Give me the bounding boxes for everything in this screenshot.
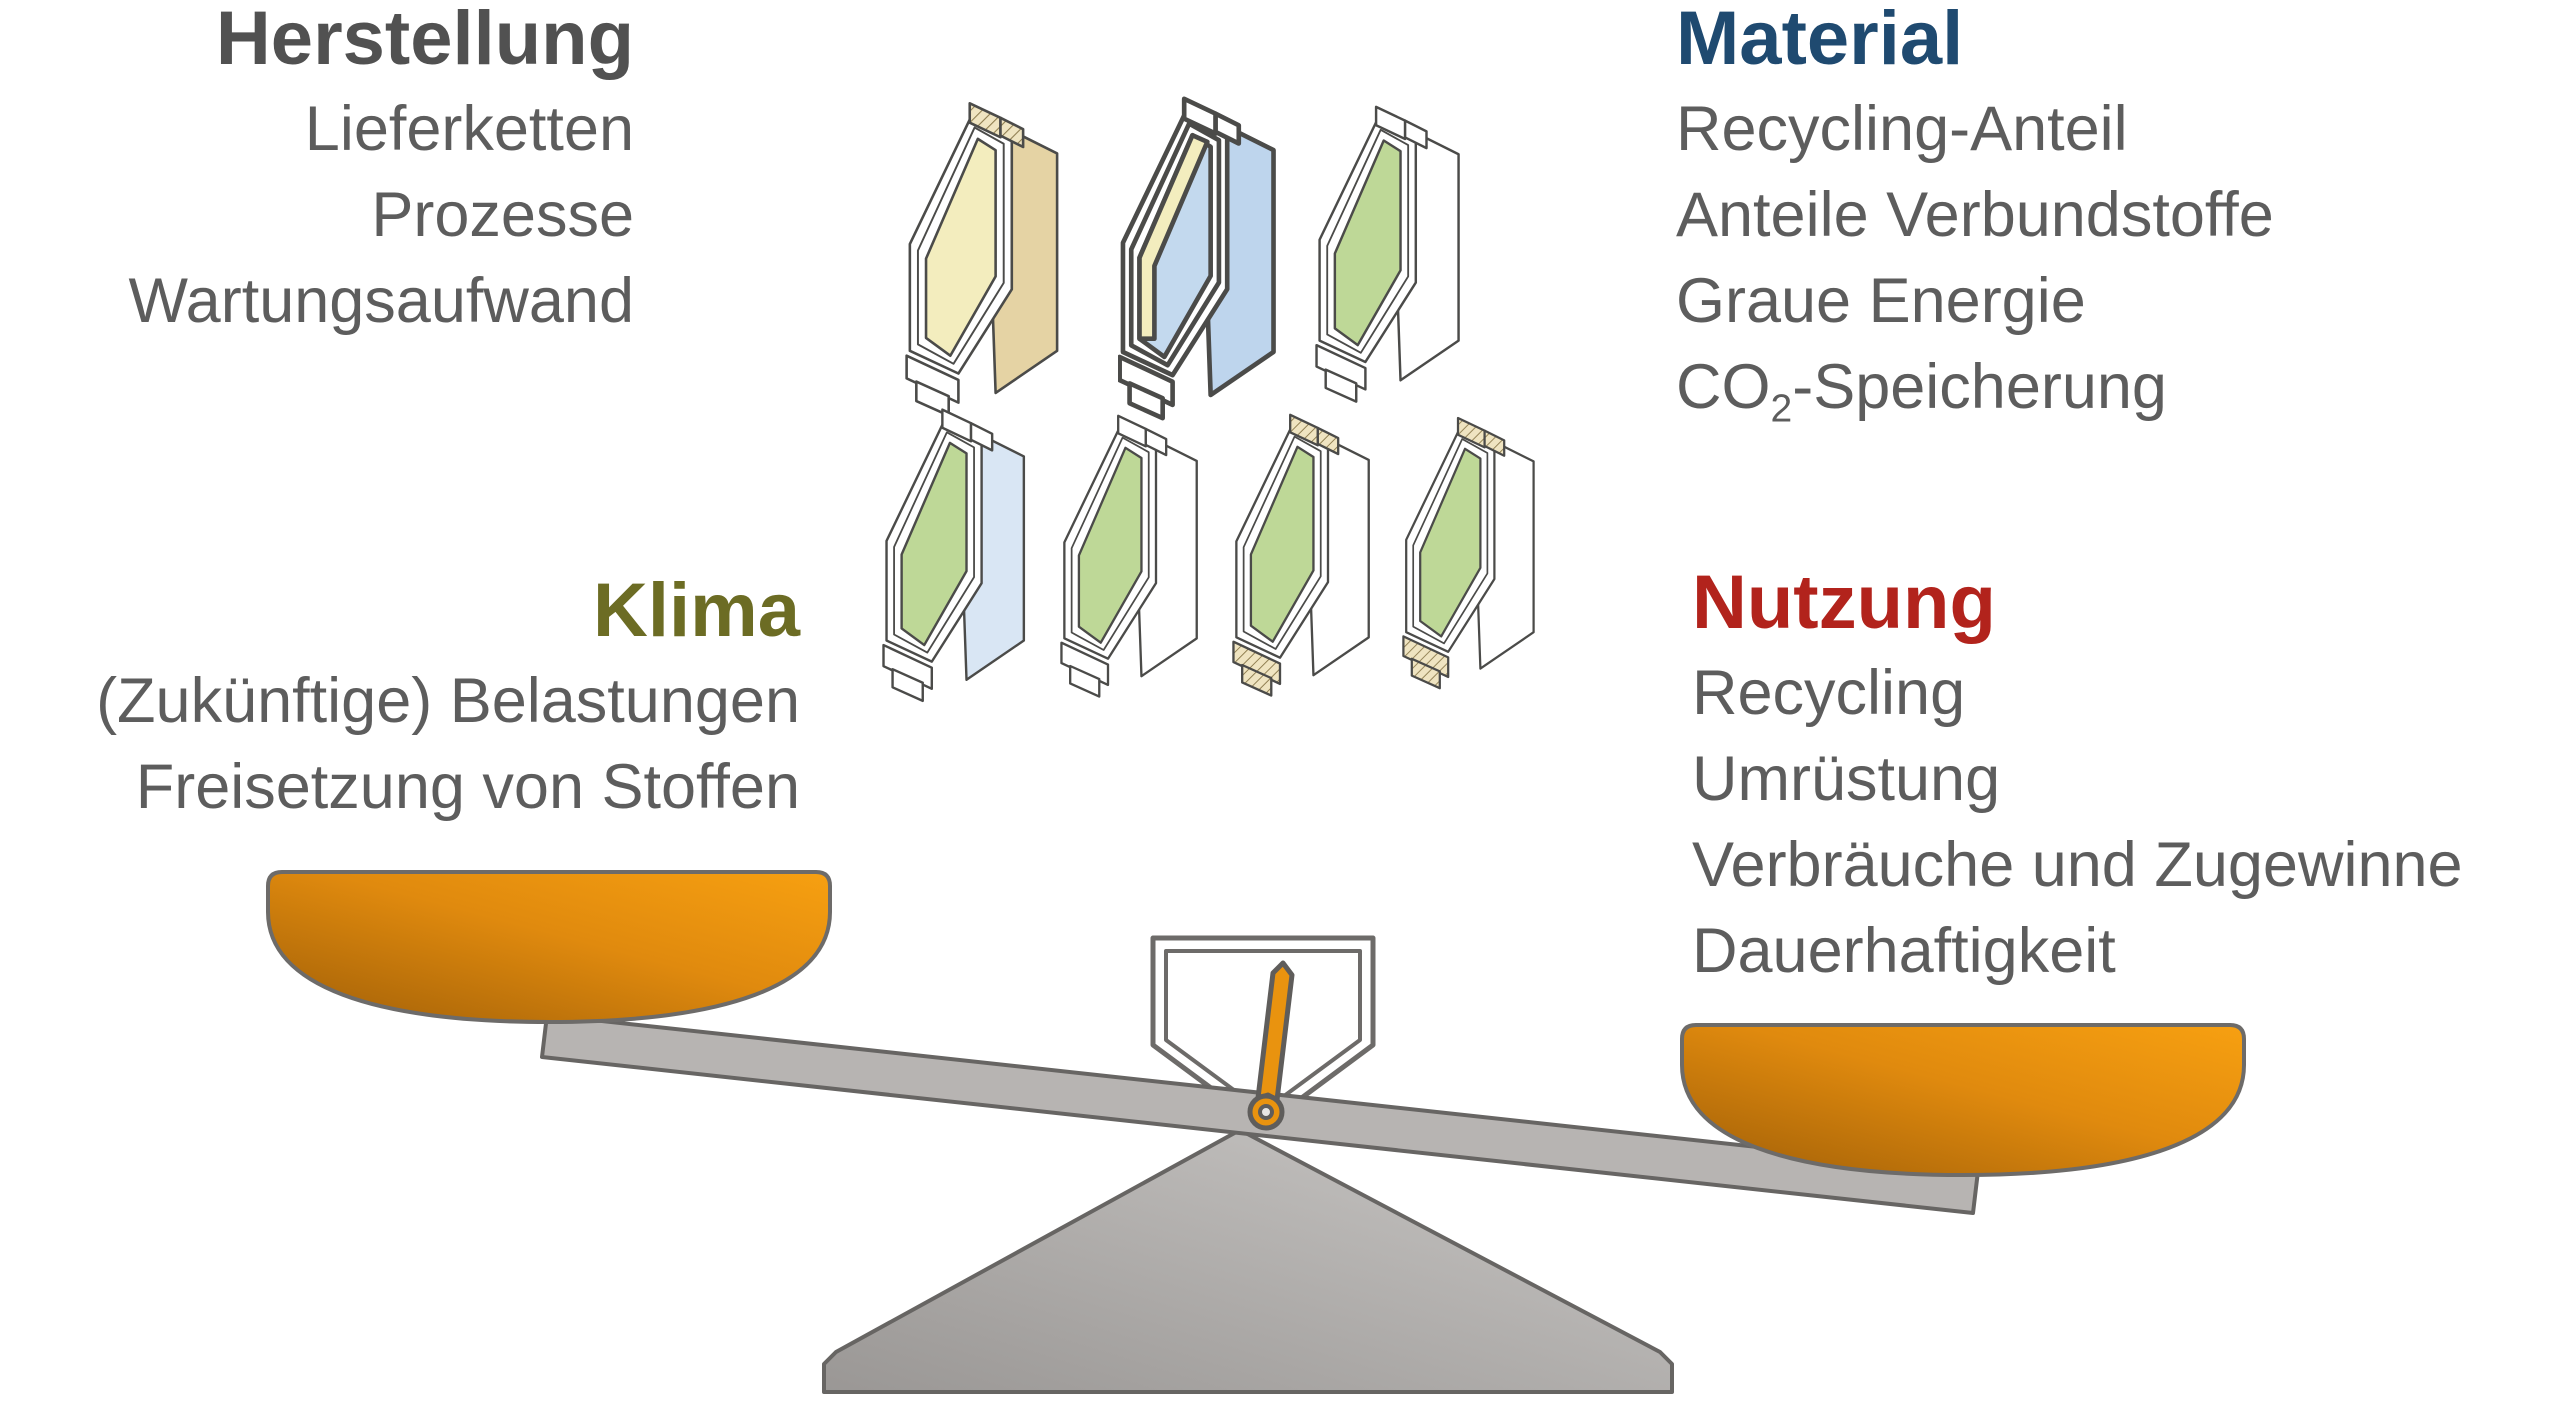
window-section-wood-icon [905, 101, 1059, 417]
section-herstellung-heading: Herstellung [215, 0, 634, 81]
fulcrum-base [822, 1128, 1674, 1394]
section-nutzung: Nutzung Recycling Umrüstung Verbräuche u… [1692, 556, 2463, 994]
right-pan [1680, 1023, 2246, 1178]
section-herstellung-item: Lieferketten [304, 94, 634, 164]
window-section-green-icon [882, 408, 1026, 703]
section-material-item-co2: CO2-Speicherung [1676, 344, 2274, 453]
co2-subscript: 2 [1770, 387, 1793, 431]
section-nutzung-heading: Nutzung [1692, 560, 1996, 645]
window-section-green-icon [1060, 414, 1198, 698]
section-herstellung: Herstellung Lieferketten Prozesse Wartun… [0, 0, 634, 344]
window-section-wood-hybrid-icon [1402, 416, 1535, 690]
section-herstellung-item: Wartungsaufwand [128, 266, 634, 336]
section-material-heading: Material [1676, 0, 1964, 81]
section-material: Material Recycling-Anteil Anteile Verbun… [1676, 0, 2274, 453]
section-material-item: Graue Energie [1676, 266, 2086, 336]
co2-prefix: CO [1676, 352, 1771, 422]
pivot-pin [1247, 1093, 1285, 1131]
section-klima-heading: Klima [593, 568, 800, 653]
window-section-wood-hybrid-icon [1232, 413, 1370, 697]
section-material-item: Anteile Verbundstoffe [1676, 180, 2274, 250]
section-nutzung-item: Umrüstung [1692, 744, 2001, 814]
section-material-item: Recycling-Anteil [1676, 94, 2128, 164]
co2-suffix: -Speicherung [1792, 352, 2167, 422]
section-klima-item: (Zukünftige) Belastungen [96, 666, 800, 736]
section-klima-item: Freisetzung von Stoffen [135, 752, 800, 822]
left-pan [266, 870, 832, 1025]
window-section-glass-icon [1118, 96, 1276, 421]
window-section-frame-icon [1315, 105, 1460, 403]
section-klima: Klima (Zukünftige) Belastungen Freisetzu… [0, 564, 800, 830]
section-nutzung-item: Recycling [1692, 658, 1966, 728]
section-nutzung-item: Dauerhaftigkeit [1692, 916, 2116, 986]
section-nutzung-item: Verbräuche und Zugewinne [1692, 830, 2463, 900]
section-herstellung-item: Prozesse [371, 180, 634, 250]
